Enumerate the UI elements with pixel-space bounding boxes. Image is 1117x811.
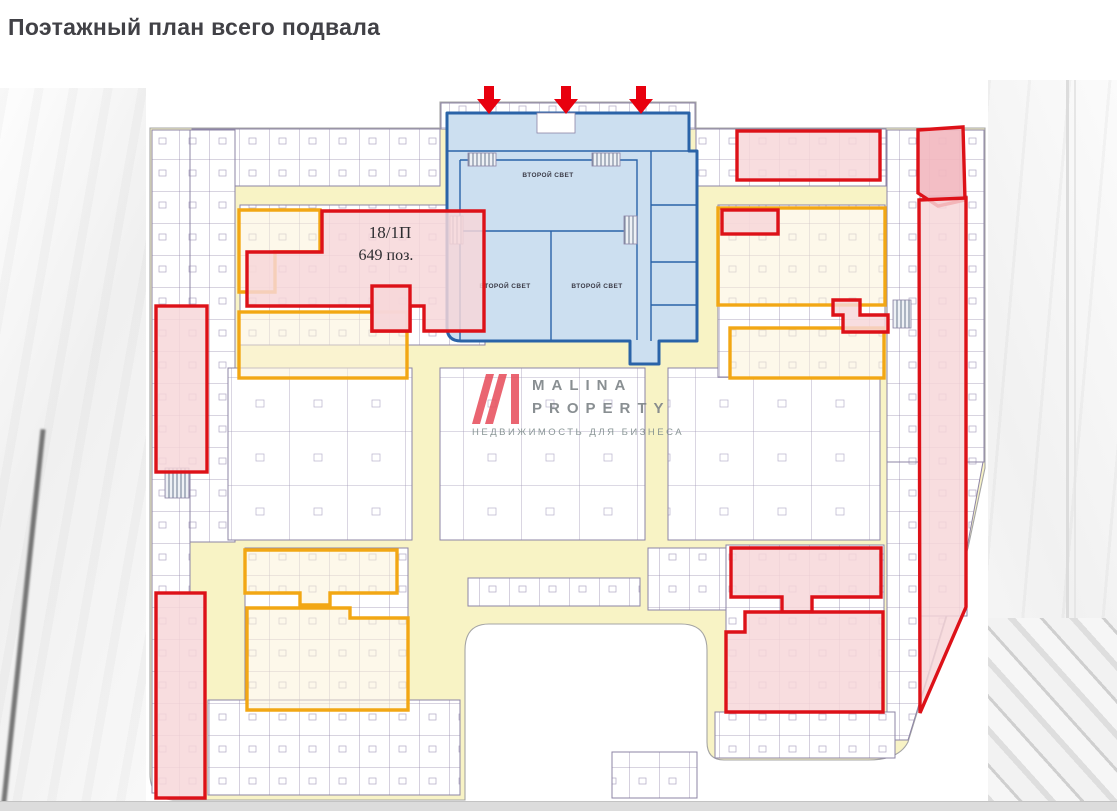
watermark: MALINA PROPERTY НЕДВИЖИМОСТЬ ДЛЯ БИЗНЕСА (472, 374, 682, 438)
orange-area-bottom-left-upper (243, 548, 399, 607)
room-block (647, 547, 727, 611)
entrance-arrow-icon (477, 86, 501, 114)
entrance-arrow-icon (554, 86, 578, 114)
background-photo-left (0, 88, 160, 811)
entrance-arrow-icon (629, 86, 653, 114)
photo-mullion (1074, 80, 1076, 620)
watermark-tagline: НЕДВИЖИМОСТЬ ДЛЯ БИЗНЕСА (472, 427, 685, 438)
unit-annex-box (370, 284, 412, 333)
unit-wedge-right-top (916, 125, 967, 208)
atrium-label-left: ВТОРОЙ СВЕТ (479, 281, 530, 290)
room-block (611, 751, 698, 799)
watermark-brand-line1: MALINA (532, 377, 633, 394)
unit-strip-left-upper (154, 304, 209, 474)
orange-area-bottom-left-main (245, 606, 410, 712)
atrium-label-top: ВТОРОЙ СВЕТ (522, 170, 573, 179)
unit-label-line1: 18/1П (369, 223, 412, 242)
unit-strip-left-lower (154, 591, 207, 800)
photo-slats (988, 618, 1117, 803)
unit-step-right (831, 298, 890, 334)
room-block (667, 367, 881, 541)
room-block (439, 367, 646, 541)
stairs-icon (623, 215, 638, 245)
malina-property-logo-icon (472, 374, 519, 424)
unit-strip-right (917, 196, 968, 714)
stairs-icon (467, 152, 497, 167)
entrance-vestibule (536, 112, 576, 134)
page-title: Поэтажный план всего подвала (8, 14, 381, 40)
room-block (714, 711, 896, 759)
unit-label-line2: 649 поз. (359, 247, 414, 264)
watermark-brand-line2: PROPERTY (532, 400, 671, 418)
bottom-gray-bar (0, 801, 1117, 811)
atrium-label-right: ВТОРОЙ СВЕТ (571, 281, 622, 290)
room-block (207, 699, 461, 796)
background-photo-right (988, 80, 1117, 803)
stairs-icon (892, 299, 912, 329)
photo-mullion (1066, 80, 1069, 620)
room-block (227, 367, 413, 541)
unit-box-right-small (720, 208, 780, 236)
stairs-icon (591, 152, 621, 167)
unit-bar-top-right (735, 129, 882, 182)
room-block (467, 577, 641, 607)
unit-bottom-right-main (724, 610, 885, 714)
orange-area-right-lower (728, 326, 886, 380)
